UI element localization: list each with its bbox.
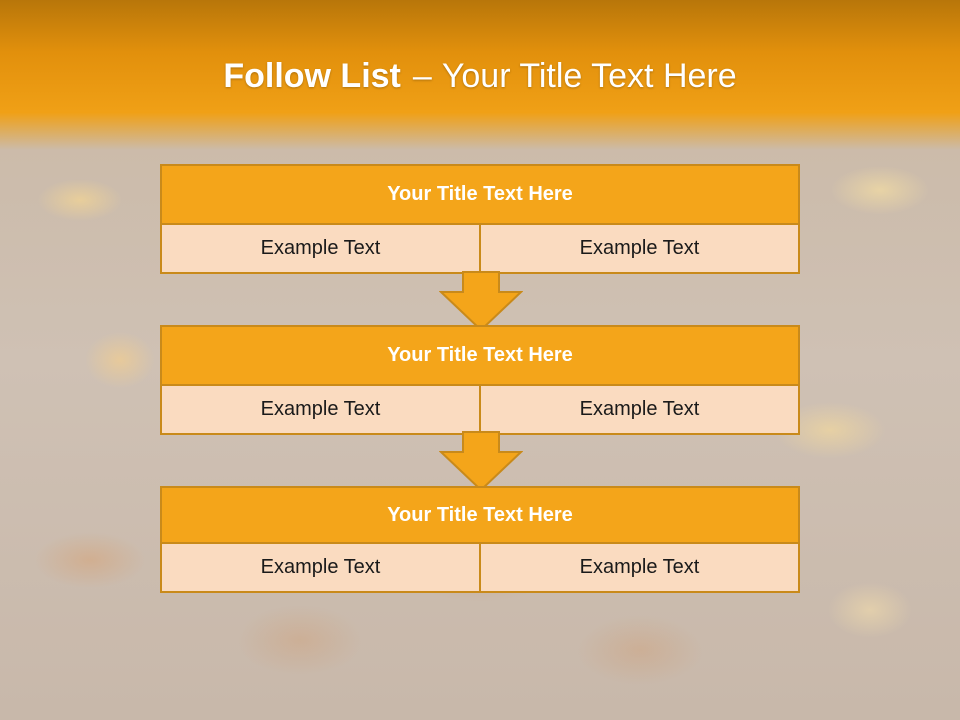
- step-row: Example Text Example Text: [162, 386, 798, 433]
- step-title[interactable]: Your Title Text Here: [162, 166, 798, 225]
- step-title[interactable]: Your Title Text Here: [162, 327, 798, 386]
- step-cell-left[interactable]: Example Text: [260, 237, 381, 259]
- header-band: [0, 0, 960, 150]
- step-cell-right[interactable]: Example Text: [479, 225, 798, 272]
- step-title[interactable]: Your Title Text Here: [162, 488, 798, 544]
- slide-title-rest: Your Title Text Here: [441, 57, 737, 95]
- step-block-2[interactable]: Your Title Text Here Example Text Exampl…: [160, 325, 800, 435]
- step-row: Example Text Example Text: [162, 225, 798, 272]
- slide-title-bold: Follow List: [223, 57, 401, 95]
- step-cell-left[interactable]: Example Text: [260, 556, 381, 578]
- down-arrow-icon: [439, 431, 523, 492]
- step-cell-right[interactable]: Example Text: [479, 386, 798, 433]
- step-row: Example Text Example Text: [162, 544, 798, 591]
- step-cell-right[interactable]: Example Text: [479, 544, 798, 591]
- slide-title-separator: –: [412, 57, 432, 95]
- step-block-1[interactable]: Your Title Text Here Example Text Exampl…: [160, 164, 800, 274]
- step-block-3[interactable]: Your Title Text Here Example Text Exampl…: [160, 486, 800, 593]
- down-arrow-icon: [439, 271, 523, 332]
- slide-title[interactable]: Follow List–Your Title Text Here: [0, 52, 960, 100]
- step-cell-left[interactable]: Example Text: [260, 398, 381, 420]
